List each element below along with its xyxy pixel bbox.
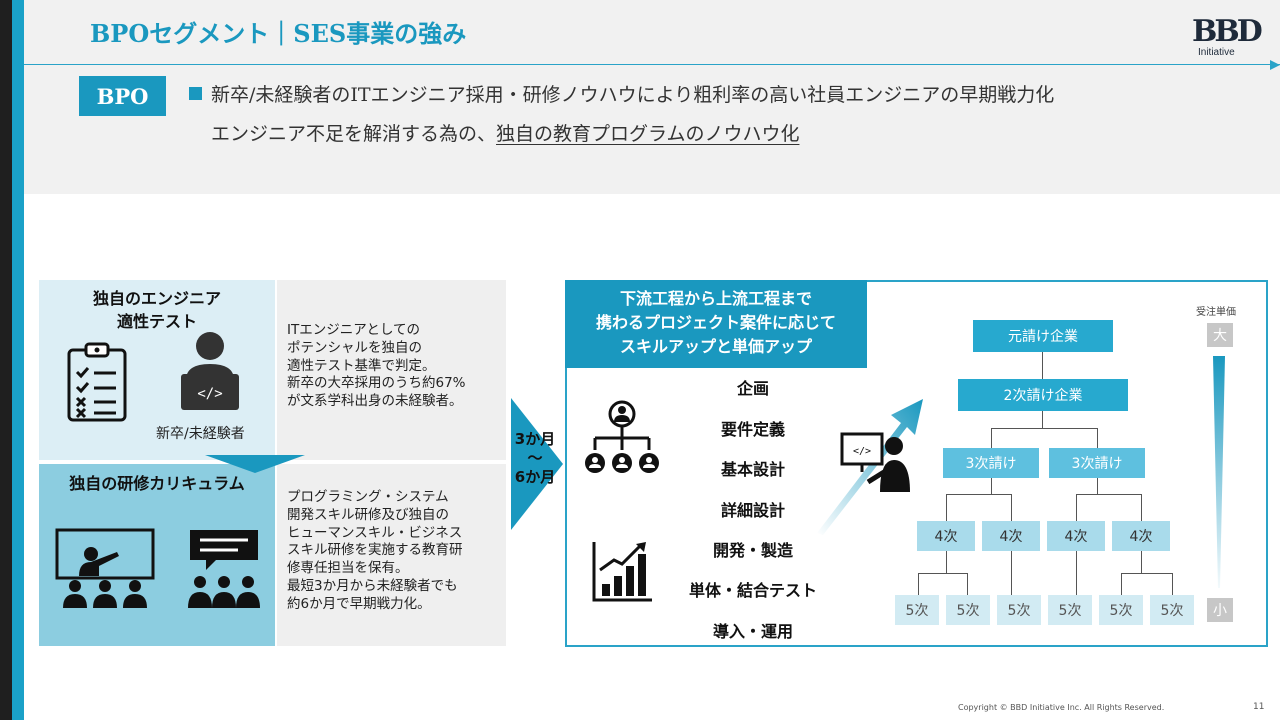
growth-chart-icon	[592, 542, 652, 602]
title-divider	[24, 64, 1280, 65]
training-heading: 独自の研修カリキュラム	[69, 474, 245, 493]
page-number: 11	[1253, 702, 1265, 712]
price-high-badge: 大	[1207, 323, 1233, 347]
engineer-monitor-icon: </>	[840, 432, 910, 492]
group-discussion-icon	[188, 530, 260, 608]
tier-fourth-contractor: 4次	[982, 521, 1040, 551]
tier-fifth-contractor: 5次	[1048, 595, 1092, 625]
stage-requirements: 要件定義	[720, 420, 785, 439]
stage-testing: 単体・結合テスト	[688, 581, 817, 600]
stage-development: 開発・製造	[712, 541, 793, 560]
tier-second-contractor: 2次請け企業	[958, 379, 1128, 411]
order-price-label: 受注単価	[1196, 307, 1236, 318]
connector	[1011, 551, 1012, 595]
connector	[1042, 411, 1043, 428]
connector	[946, 494, 1012, 495]
org-chart-icon	[585, 400, 659, 473]
logo-mark: BBD	[1192, 14, 1263, 49]
connector	[1141, 494, 1142, 521]
connector	[1121, 573, 1173, 574]
clipboard-checklist-icon	[67, 342, 127, 422]
slide-title: BPOセグメント｜SES事業の強み	[90, 19, 467, 48]
connector	[946, 494, 947, 521]
tier-fifth-contractor: 5次	[1150, 595, 1194, 625]
presentation-lecture-icon	[55, 528, 155, 608]
connector	[946, 551, 947, 573]
connector	[991, 428, 992, 448]
tier-fifth-contractor: 5次	[946, 595, 990, 625]
connector	[991, 428, 1098, 429]
price-low-badge: 小	[1207, 598, 1233, 622]
tier-third-contractor: 3次請け	[943, 448, 1039, 478]
stage-basic-design: 基本設計	[720, 460, 785, 479]
training-description: プログラミング・システム 開発スキル研修及び独自の ヒューマンスキル・ビジネス …	[287, 489, 463, 612]
tier-fifth-contractor: 5次	[997, 595, 1041, 625]
lead-statement: 新卒/未経験者のITエンジニア採用・研修ノウハウにより粗利率の高い社員エンジニア…	[211, 84, 1055, 106]
lead-subline: エンジニア不足を解消する為の、独自の教育プログラムのノウハウ化	[211, 119, 799, 146]
connector	[991, 478, 992, 494]
copyright-notice: Copyright © BBD Initiative Inc. All Righ…	[958, 703, 1165, 712]
divider-arrow-icon	[1270, 60, 1280, 70]
tier-third-contractor: 3次請け	[1049, 448, 1145, 478]
aptitude-description-panel	[277, 280, 506, 460]
company-logo: BBD Initiative	[1186, 14, 1263, 60]
tier-fifth-contractor: 5次	[895, 595, 939, 625]
connector	[1076, 494, 1077, 521]
developer-laptop-icon: </>	[181, 332, 239, 410]
flow-down-arrow-icon	[205, 455, 305, 473]
aptitude-test-panel	[39, 280, 275, 460]
tier-prime-contractor: 元請け企業	[973, 320, 1113, 352]
svg-text:</>: </>	[197, 386, 222, 402]
process-header-box	[565, 280, 867, 368]
connector	[1141, 551, 1142, 573]
stage-planning: 企画	[736, 379, 769, 398]
connector	[1076, 551, 1077, 595]
left-edge-bar	[0, 0, 12, 720]
logo-subtitle: Initiative	[1198, 47, 1235, 58]
header-band	[24, 0, 1280, 194]
connector	[918, 573, 919, 595]
process-header-text: 下流工程から上流工程まで 携わるプロジェクト案件に応じて スキルアップと単価アッ…	[595, 289, 836, 356]
tier-fourth-contractor: 4次	[1047, 521, 1105, 551]
segment-badge: BPO	[79, 76, 166, 116]
connector	[1042, 352, 1043, 379]
aptitude-description: ITエンジニアとしての ポテンシャルを独自の 適性テスト基準で判定。 新卒の大卒…	[287, 322, 466, 410]
connector	[1121, 573, 1122, 595]
svg-text:</>: </>	[853, 446, 871, 457]
flow-right-arrow-icon	[511, 398, 563, 530]
lead-subline-emphasis: 独自の教育プログラムのノウハウ化	[496, 123, 800, 145]
connector	[1011, 494, 1012, 521]
new-graduate-caption: 新卒/未経験者	[156, 426, 245, 442]
tier-fourth-contractor: 4次	[1112, 521, 1170, 551]
connector	[1097, 478, 1098, 494]
stage-deployment: 導入・運用	[712, 622, 793, 641]
lead-subline-prefix: エンジニア不足を解消する為の、	[211, 123, 497, 145]
connector	[1172, 573, 1173, 595]
tier-fourth-contractor: 4次	[917, 521, 975, 551]
connector	[1076, 494, 1142, 495]
tier-fifth-contractor: 5次	[1099, 595, 1143, 625]
skill-up-arrow-icon	[817, 399, 923, 535]
price-gradient-bar	[1213, 356, 1225, 588]
training-description-panel	[277, 464, 506, 646]
connector	[918, 573, 968, 574]
left-accent-bar	[12, 0, 24, 720]
training-period-label: 3か月 ～ 6か月	[514, 430, 556, 486]
aptitude-heading: 独自のエンジニア 適性テスト	[92, 289, 221, 331]
bullet-square-icon	[189, 87, 202, 100]
stage-detailed-design: 詳細設計	[720, 501, 785, 520]
connector	[1097, 428, 1098, 448]
connector	[967, 573, 968, 595]
